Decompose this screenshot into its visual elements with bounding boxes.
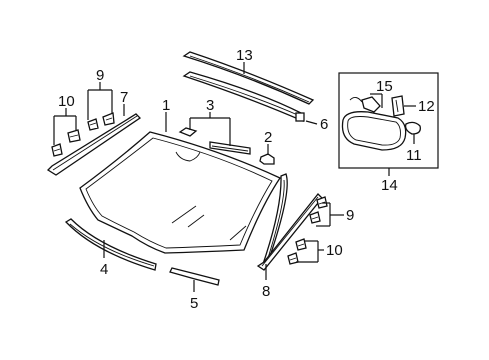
callout-2: 2 (264, 129, 272, 146)
upper-center-pieces (178, 127, 251, 155)
windshield-glass (79, 131, 281, 254)
callout-12: 14 (381, 177, 398, 194)
callout-3: 3 (206, 97, 214, 114)
callout-10-right: 10 (326, 242, 343, 259)
callout-9-right: 9 (346, 207, 354, 224)
callout-14: 12 (418, 98, 435, 115)
left-clips (51, 112, 115, 157)
mirror-inset (338, 72, 439, 169)
roof-molding (182, 71, 305, 122)
lower-cowl-molding (64, 218, 157, 271)
top-molding (182, 51, 315, 105)
callout-labels: 13 6 1 3 2 7 9 10 9 10 4 5 8 14 15 12 11 (58, 47, 435, 312)
callout-6: 6 (320, 116, 328, 133)
right-pillar-strip (256, 193, 323, 271)
callout-11: 13 (236, 47, 253, 64)
callout-1: 1 (162, 97, 170, 114)
callout-5: 5 (190, 295, 198, 312)
callout-4: 4 (100, 261, 108, 278)
lower-strip (169, 267, 220, 286)
callout-13: 11 (406, 147, 422, 164)
left-pillar-molding (46, 113, 142, 176)
callout-7: 7 (120, 89, 128, 106)
callout-15: 15 (376, 78, 393, 95)
callout-8: 8 (262, 283, 270, 300)
leader-lines (53, 62, 416, 292)
callout-10-left: 10 (58, 93, 75, 110)
callout-9-left: 9 (96, 67, 104, 84)
right-clips (287, 196, 328, 265)
sensor-cover (259, 153, 275, 165)
